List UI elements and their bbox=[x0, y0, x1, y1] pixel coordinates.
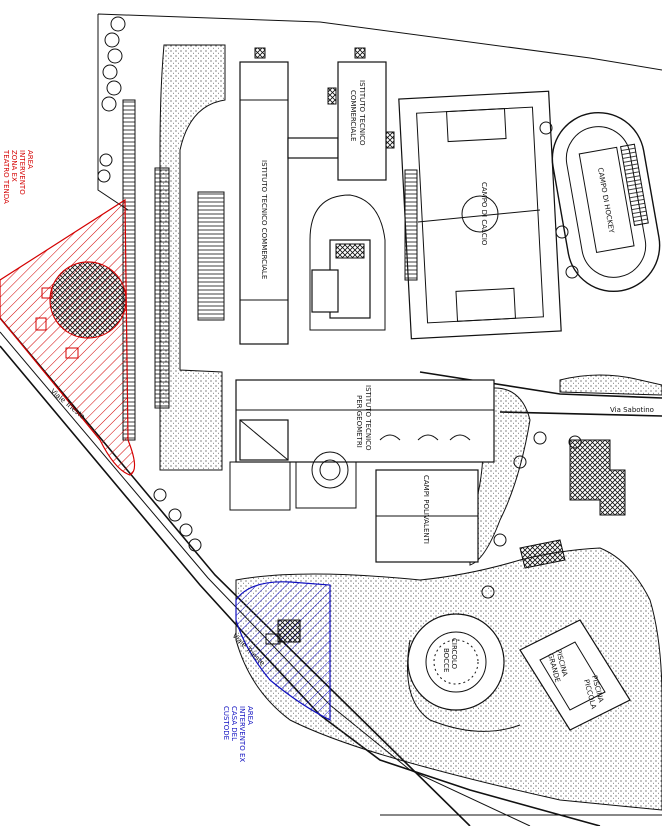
label-geometri-line-2: PER GEOMETRI bbox=[355, 395, 363, 448]
garden-east-corner bbox=[559, 374, 662, 396]
label-campo-di-calcio: CAMPO DI CALCIO bbox=[480, 182, 488, 246]
label-geometri-line-1: ISTITUTO TECNICO bbox=[364, 385, 372, 451]
label-istituto-tecnico-commerciale: ISTITUTO TECNICO COMMERCIALE bbox=[260, 160, 268, 279]
building-connector bbox=[287, 137, 339, 159]
path-circolo bbox=[407, 639, 521, 732]
svg-text:ZONA EX: ZONA EX bbox=[10, 150, 18, 182]
building-circolo-bocce bbox=[407, 613, 505, 711]
label-circolo-bocce-line-1: CIRCOLO bbox=[450, 638, 458, 670]
blue-area-label-line-1: AREA bbox=[246, 706, 254, 725]
svg-text:INTERVENTO: INTERVENTO bbox=[18, 150, 26, 195]
svg-text:AREA: AREA bbox=[26, 150, 34, 169]
garden-west bbox=[159, 44, 226, 471]
building-gym-outline bbox=[309, 194, 386, 331]
tree-row-west bbox=[97, 16, 126, 183]
building-gym-annex bbox=[311, 269, 339, 313]
red-area-label-line-3: ZONA EX bbox=[10, 150, 18, 182]
road-via-sabotino-edge-1 bbox=[419, 371, 662, 399]
blue-area-label-line-3: CASA DEL bbox=[230, 706, 238, 741]
blue-area-label-line-4: CUSTODE bbox=[222, 706, 230, 740]
red-area-label-line-4: TEATRO TENDA bbox=[2, 149, 10, 204]
trees-scattered bbox=[153, 121, 582, 599]
svg-text:TEATRO TENDA: TEATRO TENDA bbox=[2, 149, 10, 204]
red-intervention-area: AREA INTERVENTO ZONA EX TEATRO TENDA bbox=[0, 149, 136, 476]
label-circolo-bocce-line-2: BOCCE bbox=[442, 648, 450, 672]
parking-row-2 bbox=[197, 191, 225, 321]
building-residential-east bbox=[569, 439, 626, 516]
label-annex-line-2: COMMERCIALE bbox=[349, 90, 357, 141]
blue-area-label-line-2: INTERVENTO EX bbox=[238, 706, 246, 762]
label-annex-line-1: ISTITUTO TECNICO bbox=[358, 80, 366, 146]
building-residential-south bbox=[519, 539, 566, 569]
field-campo-di-calcio bbox=[398, 90, 562, 340]
building-istituto-tecnico-commerciale-annex bbox=[337, 61, 387, 181]
field-campo-di-hockey bbox=[551, 111, 661, 293]
building-istituto-tecnico-commerciale bbox=[239, 61, 289, 345]
property-boundary-north bbox=[97, 13, 662, 211]
parking-row-1 bbox=[154, 167, 170, 409]
building-piscina-grande bbox=[519, 619, 631, 731]
label-via-sabotino: Via Sabotino bbox=[610, 406, 654, 414]
blue-intervention-area bbox=[235, 581, 331, 721]
red-area-label-line-1: AREA bbox=[26, 150, 34, 169]
red-area-label-line-2: INTERVENTO bbox=[18, 150, 26, 195]
label-campi-polivalenti: CAMPI POLIVALENTI bbox=[422, 475, 430, 544]
